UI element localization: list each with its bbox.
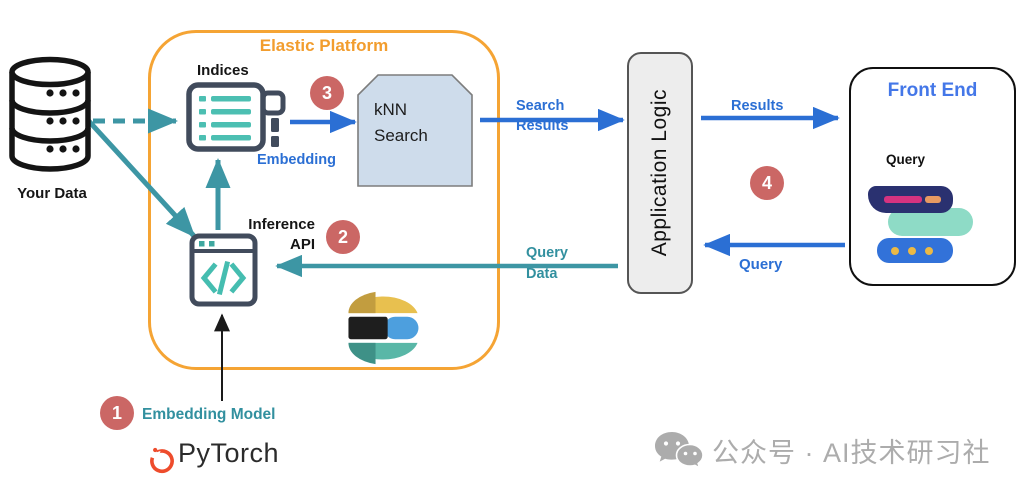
inference-api-label: Inference API — [248, 216, 315, 253]
your-data-label: Your Data — [17, 185, 87, 202]
query-widget-orange-stripe — [925, 196, 941, 203]
query-widget-result-pill — [877, 238, 953, 263]
front-end-title: Front End — [887, 80, 978, 101]
front-end-query-label: Query — [886, 152, 926, 167]
search-results-label: Search Results — [516, 98, 569, 134]
yellow-dot — [925, 246, 933, 255]
elastic-platform-title: Elastic Platform — [259, 36, 389, 55]
step-badge-3: 3 — [310, 76, 344, 110]
database-icon — [9, 56, 91, 172]
pytorch-flame-icon — [150, 447, 174, 474]
watermark-text: 公众号 · AI技术研习社 — [712, 438, 991, 468]
application-logic-label: Application Logic — [648, 89, 671, 257]
query-widget-pink-stripe — [884, 196, 922, 203]
elastic-logo-icon — [348, 291, 419, 365]
application-logic-box: Application Logic — [627, 52, 693, 294]
indices-icon — [186, 82, 286, 152]
step-badge-2: 2 — [326, 220, 360, 254]
query-label: Query — [739, 256, 783, 273]
embedding-model-label: Embedding Model — [142, 406, 276, 423]
inference-api-icon — [189, 233, 258, 307]
yellow-dot — [891, 246, 899, 255]
yellow-dot — [908, 246, 916, 255]
step-badge-1: 1 — [100, 396, 134, 430]
query-data-label: Query Data — [526, 245, 568, 282]
pytorch-logo-text: PyTorch — [178, 438, 280, 468]
wechat-icon — [655, 432, 704, 470]
knn-search-label: kNN Search — [374, 100, 428, 145]
query-widget-search-bar — [868, 186, 953, 213]
step-badge-4: 4 — [750, 166, 784, 200]
embedding-label: Embedding — [257, 152, 336, 168]
knn-search-box — [357, 74, 473, 187]
indices-label: Indices — [197, 62, 249, 79]
results-label: Results — [731, 98, 784, 114]
